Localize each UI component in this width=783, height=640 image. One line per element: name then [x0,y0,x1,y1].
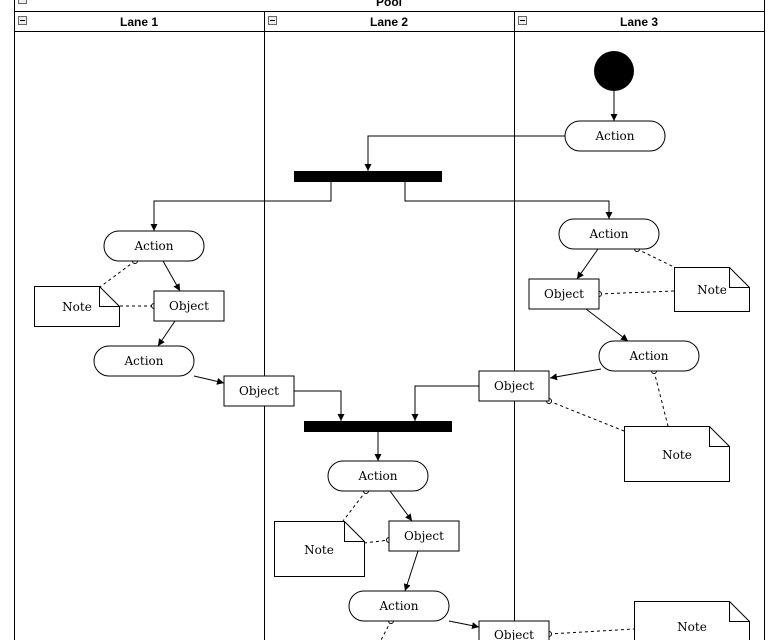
edge[interactable] [576,248,599,280]
node-label: Object [544,287,584,301]
edge[interactable] [585,308,629,342]
lane-2-header[interactable]: Lane 2 [370,15,408,29]
node-label: Action [124,354,164,368]
node-label: Action [379,599,419,613]
lane-3-header[interactable]: Lane 3 [620,15,658,29]
node-label: Action [589,227,629,241]
node-label: Action [595,129,635,143]
edge[interactable] [294,390,345,421]
fork-bar[interactable] [294,171,442,182]
edge[interactable] [162,260,181,292]
object-node[interactable]: Object [153,290,225,322]
edge[interactable] [364,135,565,171]
edge[interactable] [389,490,413,522]
action-node[interactable]: Action [103,230,205,262]
object-node[interactable]: Object [528,278,600,310]
note-node[interactable]: Note [674,267,750,312]
edge[interactable] [404,182,613,219]
node-label: Note [304,543,334,557]
lane-2-collapse-icon[interactable] [268,16,277,25]
join-bar[interactable] [304,421,452,432]
node-label: Action [358,469,398,483]
edge[interactable] [157,320,176,347]
object-node[interactable]: Object [478,620,550,640]
edge[interactable] [193,375,225,385]
lane-3-collapse-icon[interactable] [518,16,527,25]
node-label: Object [404,529,444,543]
node-label: Object [239,384,279,398]
edge[interactable] [448,620,480,630]
node-label: Action [134,239,174,253]
action-node[interactable]: Action [564,120,666,152]
node-label: Object [169,299,209,313]
node-label: Note [662,448,692,462]
initial-node[interactable] [594,51,634,91]
object-node[interactable]: Object [388,520,460,552]
pool-collapse-icon[interactable] [18,0,27,4]
action-node[interactable]: Action [327,460,429,492]
action-node[interactable]: Action [598,340,700,372]
pool-title: Pool [376,0,402,9]
object-node[interactable]: Object [223,375,295,407]
edge[interactable] [411,385,479,421]
edge[interactable] [549,368,602,381]
action-node[interactable]: Action [93,345,195,377]
node-label: Object [494,628,534,640]
node-label: Object [494,379,534,393]
edge[interactable] [403,550,419,592]
node-label: Note [677,620,707,634]
node-label: Note [62,300,92,314]
action-node[interactable]: Action [348,590,450,622]
note-node[interactable]: Note [624,426,730,482]
node-label: Action [629,349,669,363]
note-node[interactable]: Note [274,521,365,577]
lane-1-header[interactable]: Lane 1 [120,15,158,29]
object-node[interactable]: Object [478,370,550,402]
node-label: Note [697,283,727,297]
note-node[interactable]: Note [34,286,120,327]
lane-1-collapse-icon[interactable] [18,16,27,25]
action-node[interactable]: Action [558,218,660,250]
note-node[interactable]: Note [634,601,750,640]
edge[interactable] [150,182,332,231]
